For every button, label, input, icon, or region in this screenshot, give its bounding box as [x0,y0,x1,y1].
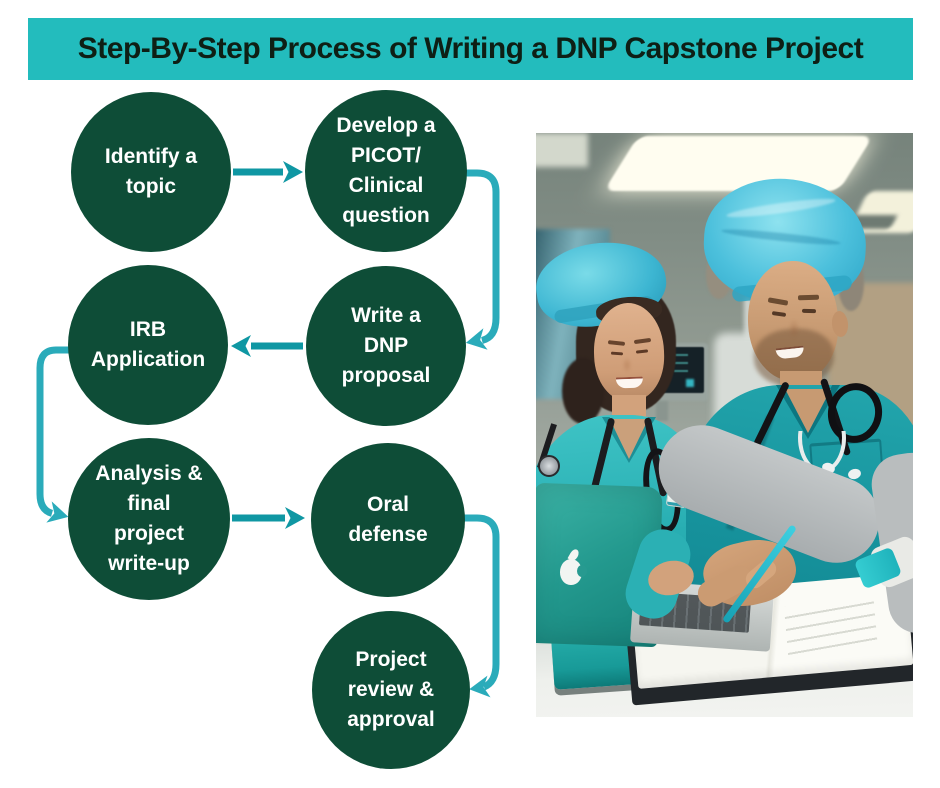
step-label-line: topic [125,175,177,198]
ceiling-light-dim [536,133,588,167]
man-eyebrow-right [797,294,820,301]
step-label-line: project [113,522,184,545]
step-label-line: write-up [108,552,190,575]
healthcare-team-photo [536,133,913,717]
arrowhead-3-4 [231,335,251,357]
monitor-readout-2 [674,354,688,378]
flowchart: Identify a topic Develop a PICOT/ Clinic… [36,90,500,769]
step-label-line: question [342,204,430,227]
step-label-line: Develop a [336,114,436,137]
ceiling-light [603,136,874,191]
step-develop-picot-question: Develop a PICOT/ Clinical question [305,90,467,252]
step-label-line: Identify a [104,145,198,168]
connector-2-3 [464,169,500,344]
step-label-line: Write a [351,304,421,327]
woman-stethoscope-chestpiece [538,455,560,477]
step-project-review-approval: Project review & approval [312,611,470,769]
step-label-line: defense [348,523,428,546]
connector-4-5 [36,346,69,517]
step-label-line: final [127,492,171,515]
step-label-line: Oral [366,493,410,516]
step-label-line: approval [347,708,435,731]
step-identify-topic: Identify a topic [71,92,231,252]
step-label-line: IRB [129,318,167,341]
step-label-line: Project [355,648,427,671]
step-label-line: Analysis & [95,462,203,485]
step-analysis-final-writeup: Analysis & final project write-up [68,438,230,600]
man-nose-shading [788,319,800,339]
man-eye-right [801,308,817,314]
title-banner: Step-By-Step Process of Writing a DNP Ca… [28,18,913,80]
step-label-line: review & [347,678,435,701]
monitor-stand [656,401,668,421]
step-label-line: Application [90,348,206,371]
arrowhead-6-7 [469,675,491,698]
step-label-line: PICOT/ [350,144,421,167]
equipment-teal-light [686,379,694,387]
step-label-line: DNP [363,334,409,357]
woman-nose-shading [622,357,632,373]
arrowhead-5-6 [285,507,305,529]
connector-6-7 [464,514,500,691]
step-oral-defense: Oral defense [311,443,465,597]
step-write-dnp-proposal: Write a DNP proposal [306,266,466,426]
step-label-line: Clinical [348,174,424,197]
step-label-line: proposal [341,364,431,387]
apple-logo-bite [577,565,587,577]
notebook-writing-lines [783,599,879,657]
apple-logo [560,559,582,585]
page-title: Step-By-Step Process of Writing a DNP Ca… [77,32,864,65]
arrowhead-1-2 [283,161,303,183]
arrowhead-2-3 [465,328,488,350]
step-irb-application: IRB Application [68,265,228,425]
